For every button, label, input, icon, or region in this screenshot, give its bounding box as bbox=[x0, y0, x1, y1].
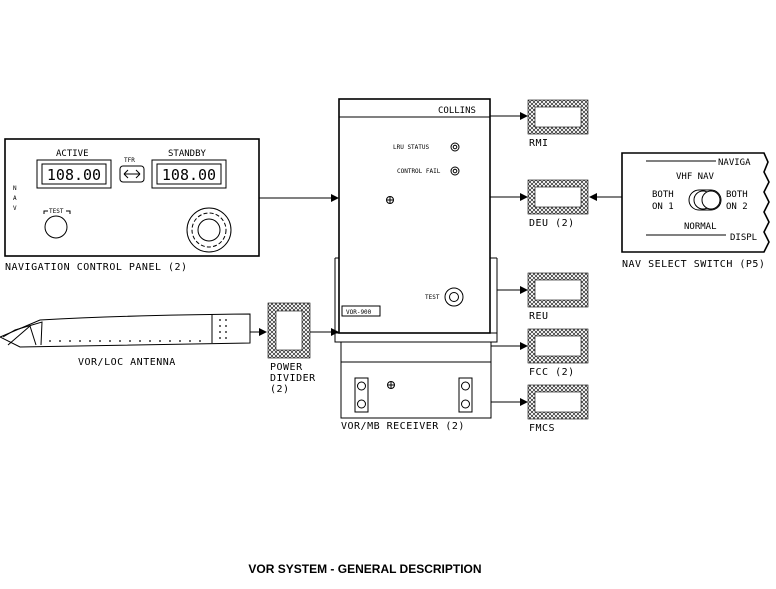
antenna-caption: VOR/LOC ANTENNA bbox=[78, 357, 176, 368]
vhf-nav-selector-switch[interactable] bbox=[688, 189, 722, 211]
receiver-side-rails bbox=[334, 257, 498, 336]
vor-loc-antenna: VOR/LOC ANTENNA bbox=[0, 313, 251, 368]
output-fmcs: FMCS bbox=[527, 384, 589, 434]
nav-panel-caption: NAVIGATION CONTROL PANEL (2) bbox=[5, 262, 188, 273]
standby-display-inner bbox=[156, 163, 222, 185]
receiver-connector-left bbox=[354, 377, 369, 413]
fcc-label: FCC (2) bbox=[529, 367, 575, 378]
diagram-title: VOR SYSTEM - GENERAL DESCRIPTION bbox=[248, 562, 481, 576]
nav-side-letter-a: A bbox=[13, 195, 17, 202]
both-on-2-label-top: BOTH bbox=[726, 190, 748, 200]
nav-switch-bottom-text: DISPL bbox=[730, 233, 757, 243]
lru-status-label: LRU STATUS bbox=[393, 144, 430, 151]
receiver-screw-bottom bbox=[387, 381, 395, 389]
swap-arrows-icon bbox=[123, 169, 141, 179]
antenna-nose bbox=[2, 321, 43, 346]
output-reu: REU bbox=[527, 272, 589, 322]
output-rmi: RMI bbox=[527, 99, 589, 149]
antenna-rivets bbox=[49, 319, 227, 342]
active-label: ACTIVE bbox=[56, 149, 89, 159]
power-divider: POWER DIVIDER (2) bbox=[267, 302, 316, 395]
nav-side-letter-n: N bbox=[13, 185, 17, 192]
active-frequency: 108.00 bbox=[47, 166, 101, 184]
tfr-label: TFR bbox=[124, 157, 135, 164]
receiver-front-panel bbox=[338, 98, 491, 334]
receiver-test-button[interactable] bbox=[444, 287, 464, 307]
frequency-tuning-knob[interactable] bbox=[186, 207, 232, 253]
active-display-inner bbox=[41, 163, 107, 185]
nav-switch-top-text: NAVIGA bbox=[718, 158, 751, 168]
standby-display-outer bbox=[151, 159, 227, 189]
receiver-test-label: TEST bbox=[425, 294, 440, 301]
fmcs-label: FMCS bbox=[529, 423, 555, 434]
power-divider-caption-2: DIVIDER bbox=[270, 373, 316, 384]
receiver-model: VOR-900 bbox=[346, 309, 372, 316]
rmi-label: RMI bbox=[529, 138, 549, 149]
reu-label: REU bbox=[529, 311, 549, 322]
standby-label: STANDBY bbox=[168, 149, 207, 159]
normal-label: NORMAL bbox=[684, 222, 717, 232]
power-divider-caption-1: POWER bbox=[270, 362, 303, 373]
both-on-2-label-bottom: ON 2 bbox=[726, 202, 748, 212]
navigation-control-panel: N A V ACTIVE STANDBY TFR 108.00 108.00 T… bbox=[4, 138, 260, 273]
control-fail-label: CONTROL FAIL bbox=[397, 168, 441, 175]
nav-select-switch-panel: NAVIGA VHF NAV BOTH ON 1 BOTH ON 2 NORMA… bbox=[621, 152, 770, 270]
deu-label: DEU (2) bbox=[529, 218, 575, 229]
power-divider-center bbox=[275, 310, 303, 351]
receiver-brand: COLLINS bbox=[438, 106, 476, 116]
output-deu: DEU (2) bbox=[527, 179, 589, 229]
nav-side-letter-v: V bbox=[13, 205, 17, 212]
both-on-1-label-bottom: ON 1 bbox=[652, 202, 674, 212]
receiver-model-plate bbox=[341, 305, 381, 317]
receiver-caption: VOR/MB RECEIVER (2) bbox=[341, 421, 465, 432]
both-on-1-label-top: BOTH bbox=[652, 190, 674, 200]
power-divider-caption-3: (2) bbox=[270, 384, 290, 395]
output-fcc: FCC (2) bbox=[527, 328, 589, 378]
active-display-outer bbox=[36, 159, 112, 189]
test-bracket-right bbox=[66, 210, 71, 214]
antenna-element bbox=[7, 325, 37, 346]
receiver-screw-top bbox=[386, 196, 394, 204]
receiver-mount-tray bbox=[340, 341, 492, 419]
receiver-rack-plate bbox=[334, 332, 498, 343]
test-button[interactable] bbox=[44, 215, 68, 239]
antenna-body bbox=[0, 313, 251, 348]
standby-frequency: 108.00 bbox=[162, 166, 216, 184]
transfer-button[interactable] bbox=[119, 165, 145, 183]
vor-mb-receiver: COLLINS LRU STATUS CONTROL FAIL TEST VOR… bbox=[334, 98, 498, 432]
nav-switch-frame bbox=[621, 152, 770, 253]
test-bracket-left bbox=[43, 210, 48, 214]
control-fail-indicator bbox=[450, 166, 460, 176]
test-label: TEST bbox=[49, 208, 64, 215]
lru-status-indicator bbox=[450, 142, 460, 152]
receiver-connector-right bbox=[458, 377, 473, 413]
nav-switch-caption: NAV SELECT SWITCH (P5) bbox=[622, 259, 765, 270]
vhf-nav-label: VHF NAV bbox=[676, 172, 715, 182]
